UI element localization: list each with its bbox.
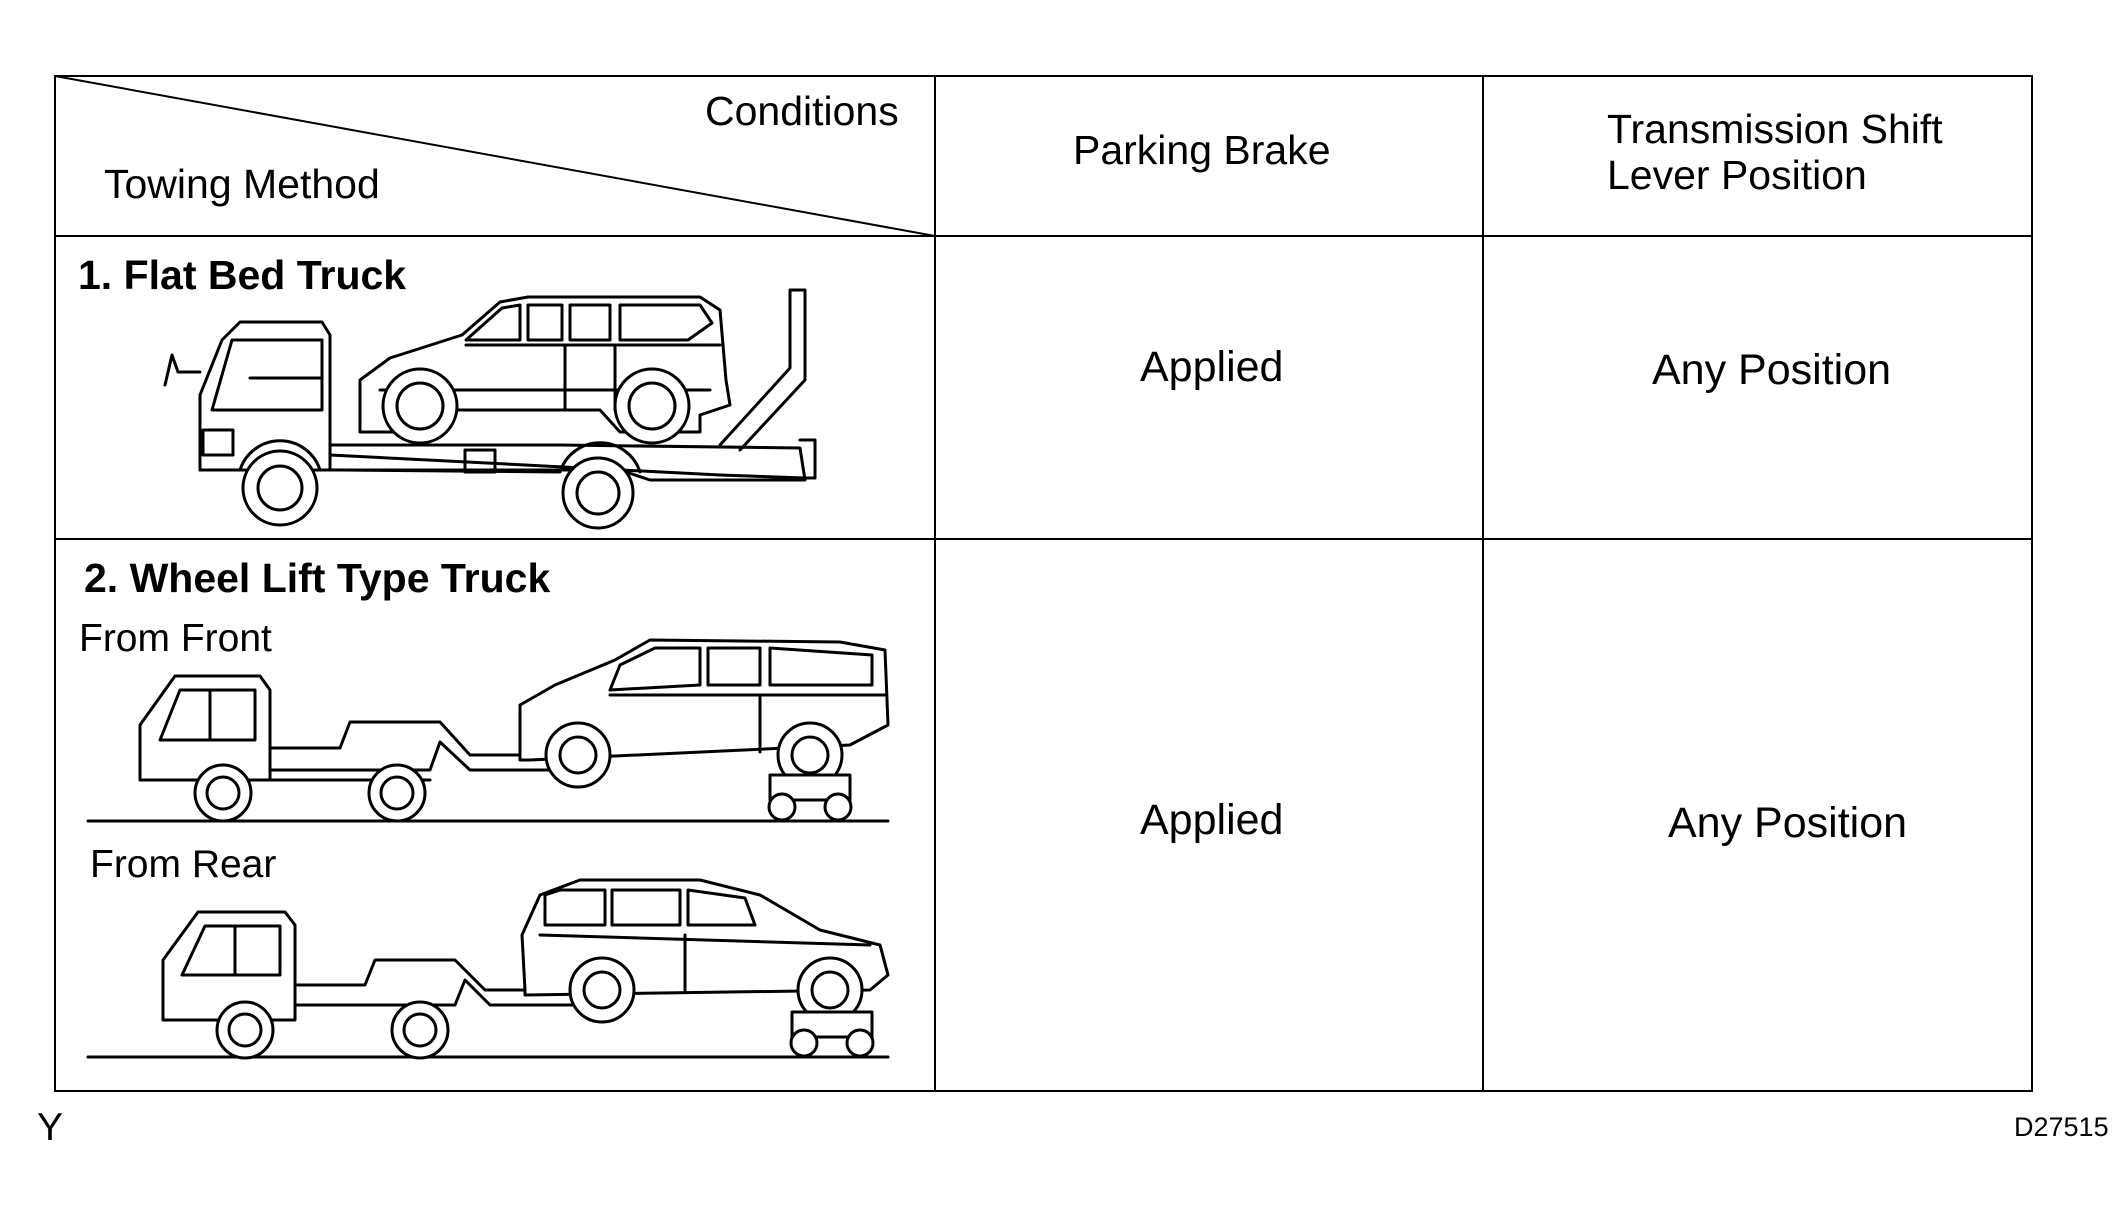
towing-method-label: Towing Method <box>104 161 380 207</box>
shift-lever-value-1: Any Position <box>1652 346 1892 394</box>
transmission-header-line2: Lever Position <box>1607 152 1867 198</box>
method-title-wheel-lift: 2. Wheel Lift Type Truck <box>84 555 551 601</box>
figure-id: D27515 <box>2014 1112 2109 1142</box>
method-title-flat-bed: 1. Flat Bed Truck <box>78 252 407 298</box>
transmission-header-line1: Transmission Shift <box>1607 106 1943 152</box>
footer-code: Y <box>37 1106 64 1149</box>
conditions-label: Conditions <box>705 88 899 134</box>
from-rear-label: From Rear <box>90 843 277 886</box>
parking-brake-value-1: Applied <box>1140 343 1284 391</box>
parking-brake-value-2: Applied <box>1140 796 1284 844</box>
shift-lever-value-2: Any Position <box>1668 799 1908 847</box>
parking-brake-header: Parking Brake <box>1073 127 1331 173</box>
from-front-label: From Front <box>79 617 272 660</box>
header-diagonal-line <box>54 75 936 237</box>
